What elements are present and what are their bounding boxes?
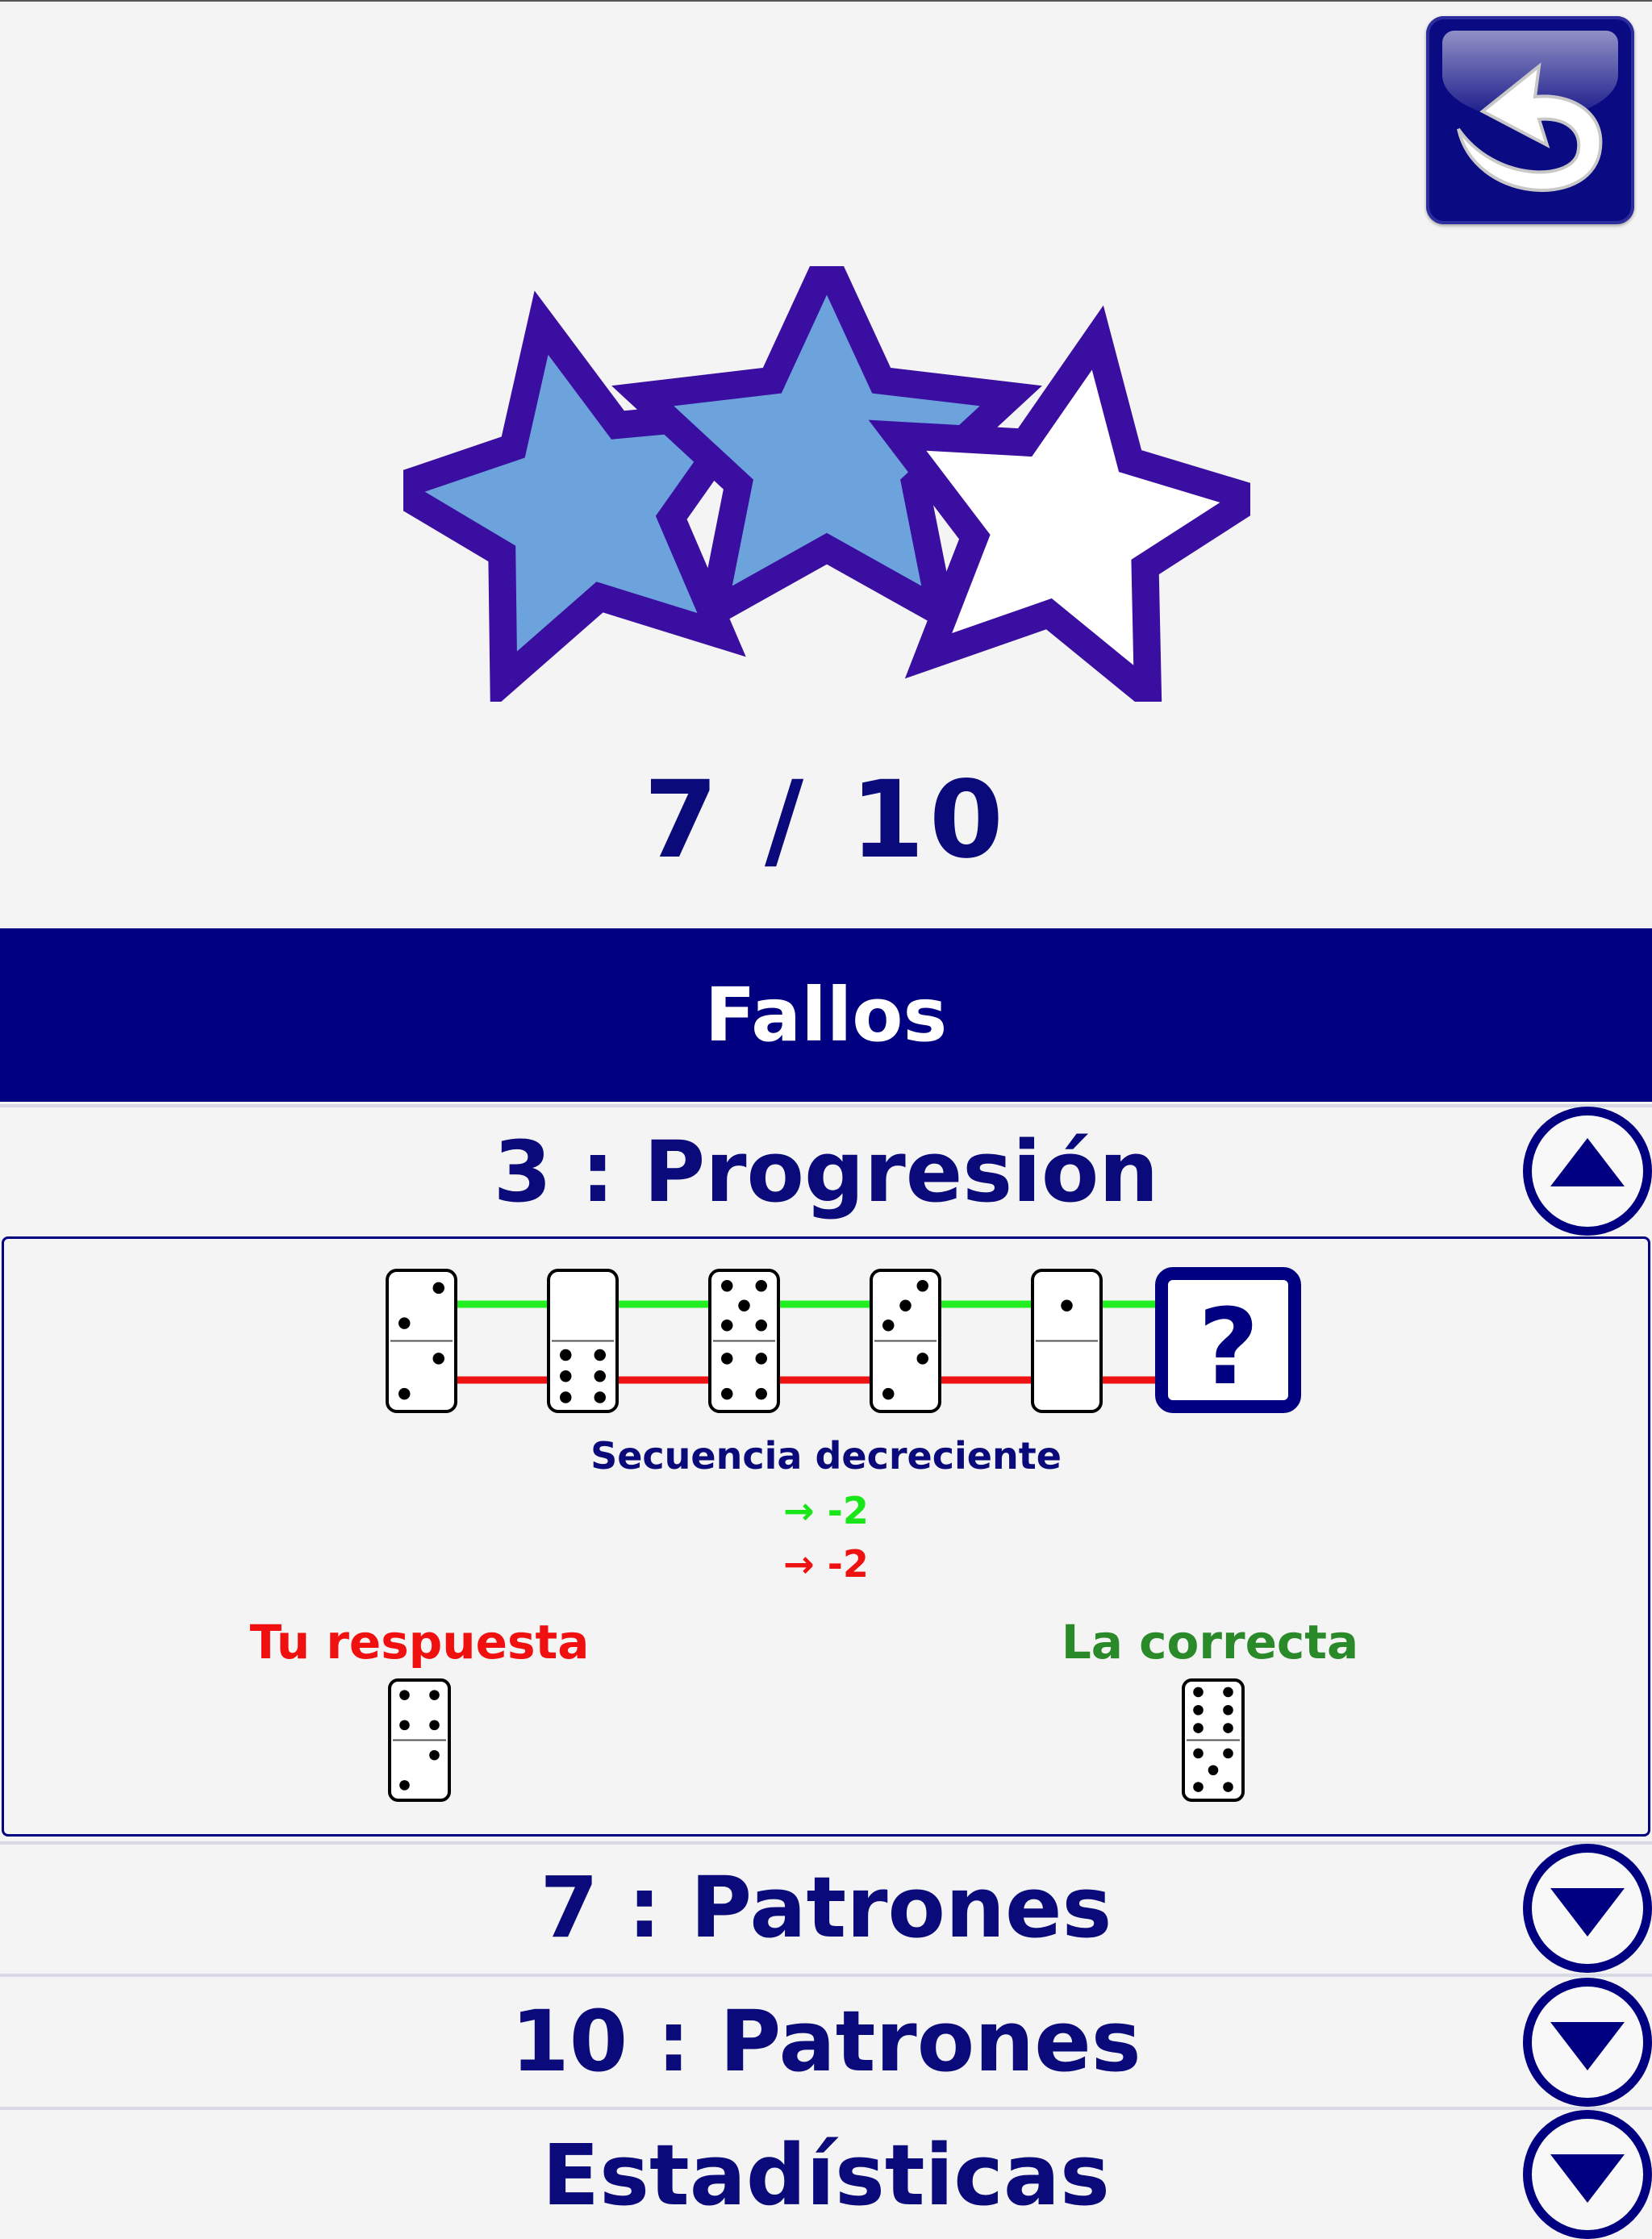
mistakes-header: Fallos [0, 928, 1652, 1102]
domino-tile [708, 1269, 780, 1413]
green-rule-text: → -2 [783, 1489, 869, 1532]
section-title: 10 : Patrones [511, 1992, 1141, 2091]
domino-tile [547, 1269, 619, 1413]
expand-button[interactable] [1523, 1844, 1652, 1973]
collapse-button[interactable] [1523, 1107, 1652, 1236]
empty-star-icon [868, 305, 1250, 702]
explanation-text: Secuencia decreciente [590, 1434, 1062, 1478]
expand-button[interactable] [1523, 1978, 1652, 2107]
domino-tile [870, 1269, 941, 1413]
section-header-estadisticas[interactable] [0, 2107, 1652, 2204]
your-answer-label: Tu respuesta [249, 1615, 590, 1670]
correct-answer-domino [1182, 1678, 1245, 1802]
chevron-down-icon [1550, 2022, 1625, 2070]
mistake-detail-panel [2, 1236, 1650, 1837]
section-title: 3 : Progresión [493, 1123, 1159, 1221]
domino-tile [1182, 1678, 1245, 1802]
section-title: Estadísticas [542, 2126, 1110, 2224]
score-text: 7 / 10 [644, 758, 1008, 882]
expand-button[interactable] [1523, 2110, 1652, 2239]
back-arrow-icon [1457, 62, 1603, 192]
question-tile: ? [1155, 1267, 1301, 1413]
chevron-down-icon [1550, 1888, 1625, 1937]
domino-tile [386, 1269, 457, 1413]
section-title: 7 : Patrones [540, 1858, 1112, 1957]
mistakes-title: Fallos [704, 972, 948, 1058]
top-border [0, 0, 1652, 2]
your-answer-domino [388, 1678, 451, 1802]
domino-sequence: ? [386, 1267, 1301, 1413]
back-button[interactable] [1426, 16, 1634, 224]
section-header-patrones-7[interactable] [0, 1841, 1652, 1970]
section-header-progresion[interactable] [0, 1104, 1652, 1236]
rating-stars [403, 266, 1250, 702]
domino-tile [388, 1678, 451, 1802]
domino-tile [1031, 1269, 1103, 1413]
question-mark: ? [1198, 1286, 1258, 1408]
filled-star-icon [611, 266, 1042, 640]
red-rule-text: → -2 [783, 1542, 869, 1586]
chevron-up-icon [1550, 1138, 1625, 1186]
correct-answer-label: La correcta [1061, 1615, 1359, 1670]
chevron-down-icon [1550, 2154, 1625, 2203]
section-header-patrones-10[interactable] [0, 1974, 1652, 2106]
